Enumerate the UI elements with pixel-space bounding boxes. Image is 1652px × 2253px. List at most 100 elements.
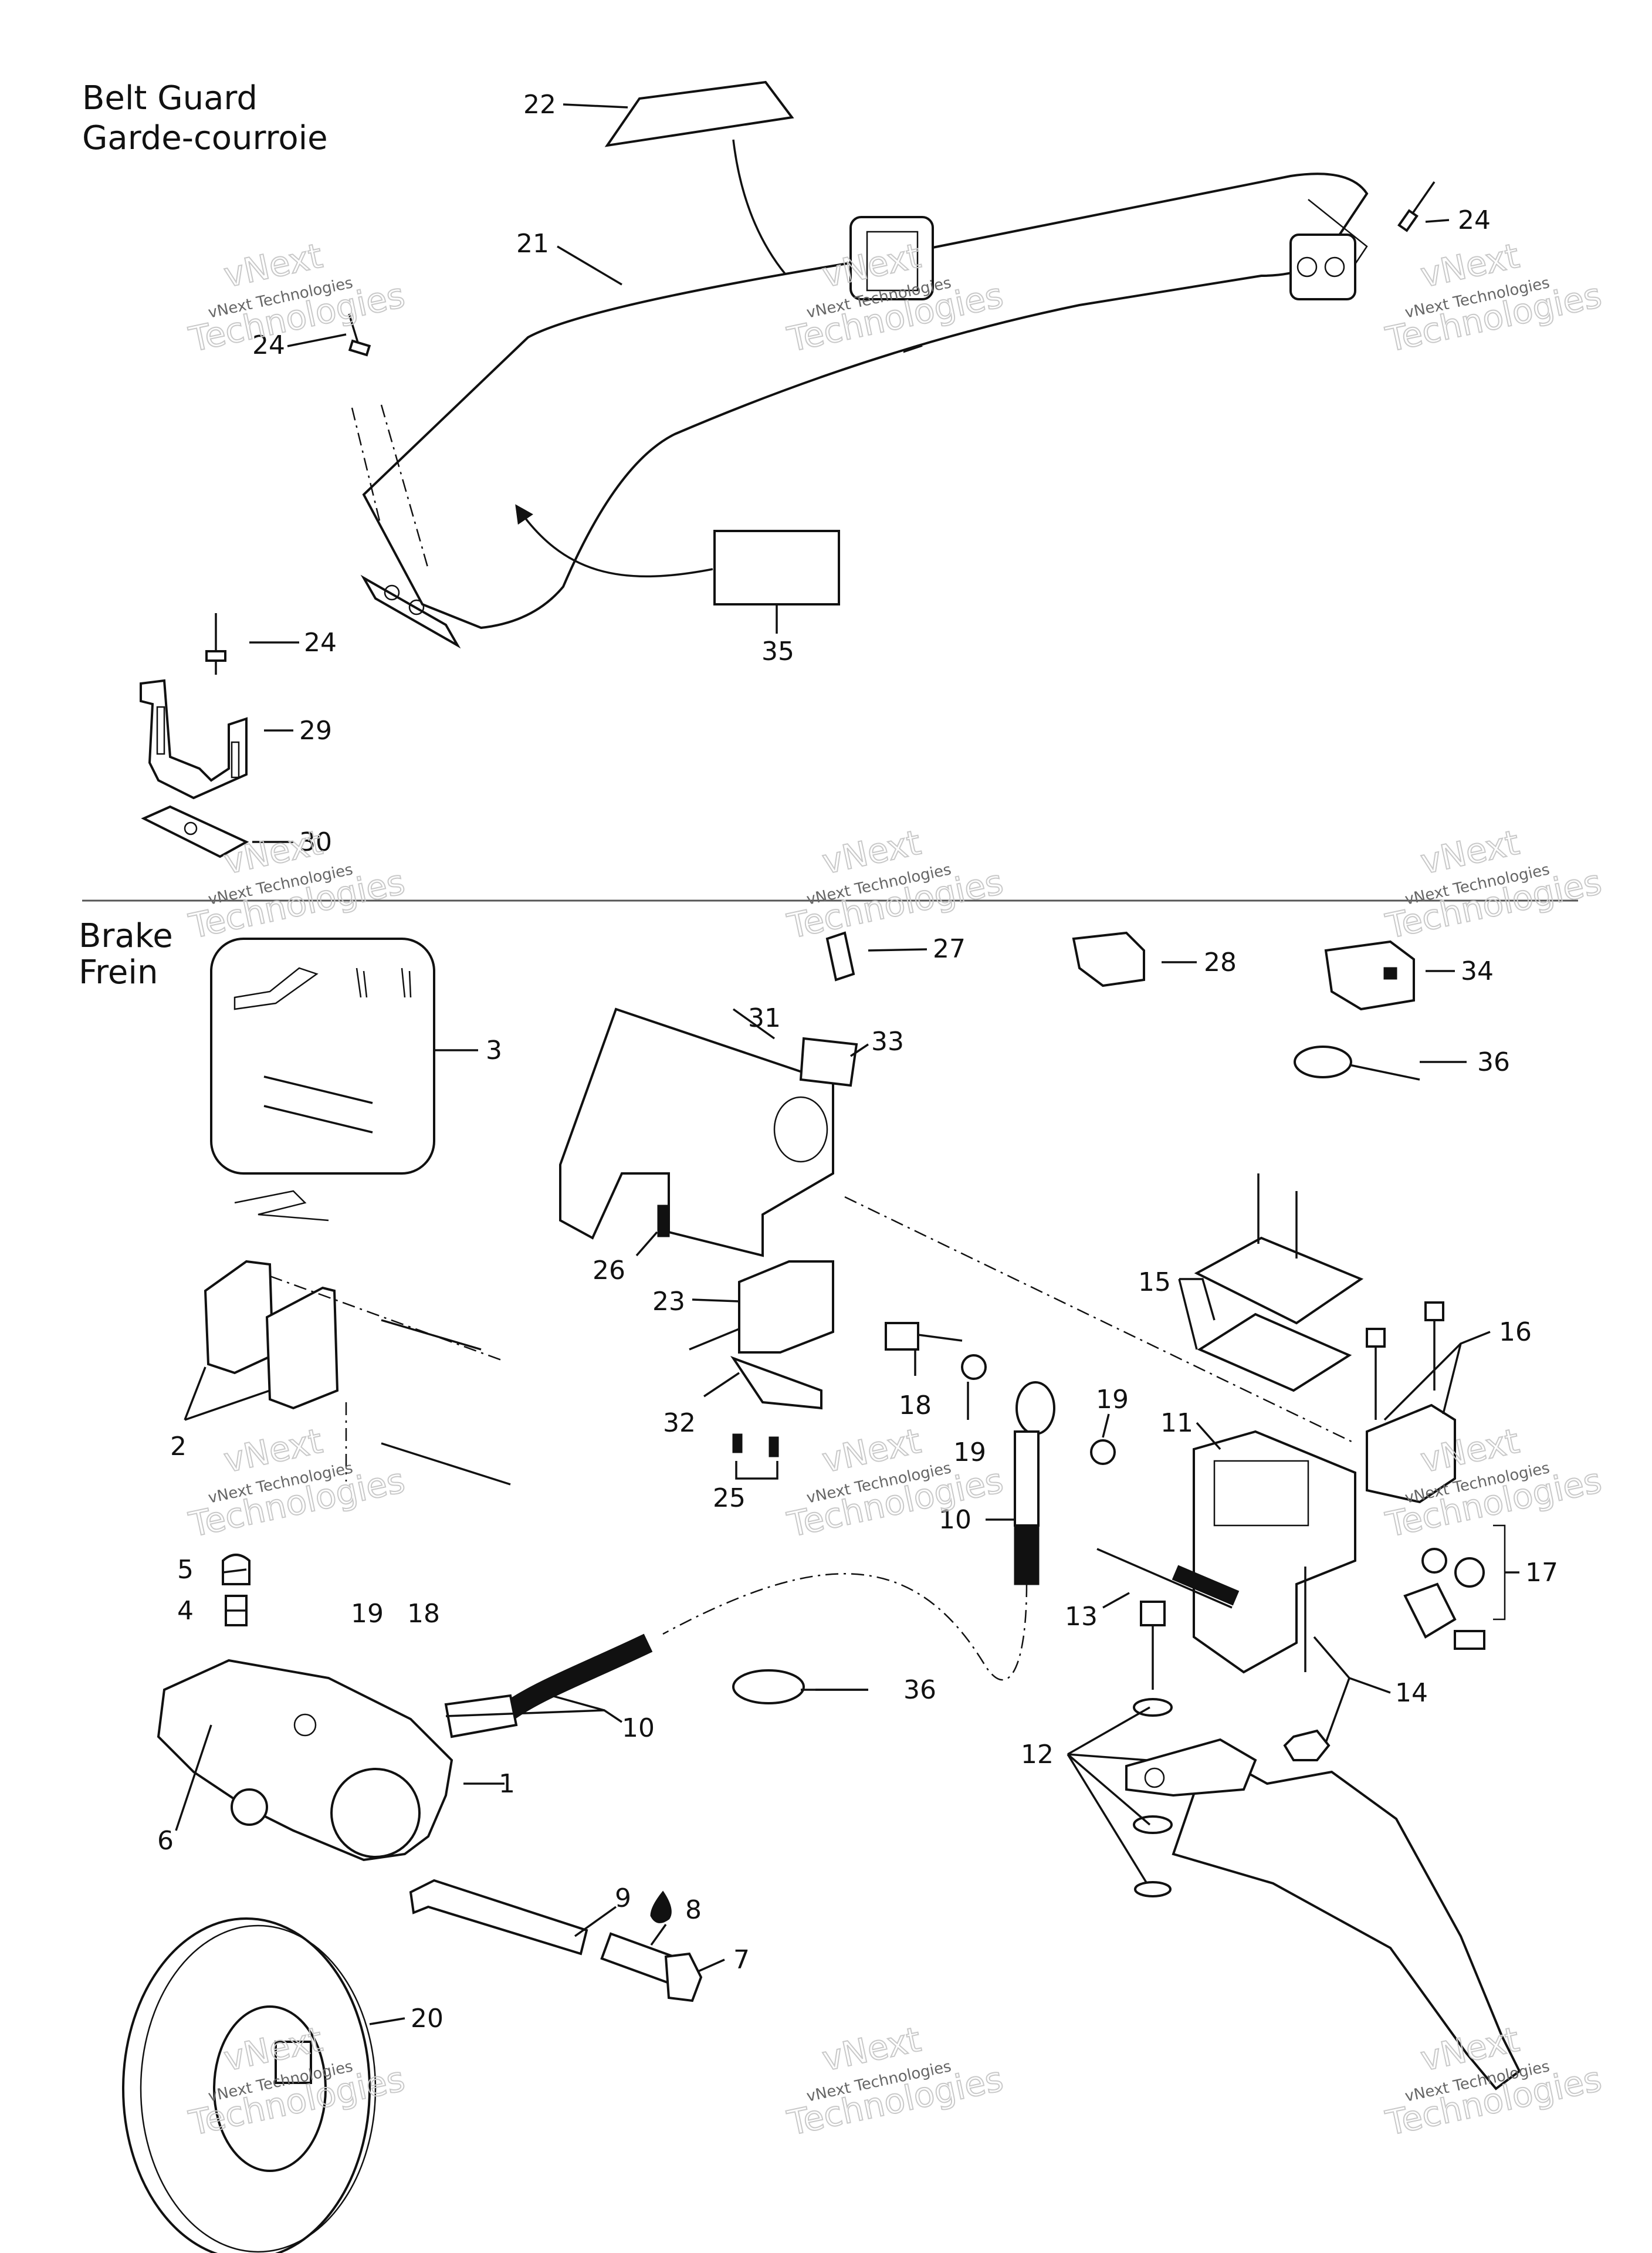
callout-numbers: 22 21 24 24 35 24 29 30 27 28 34 36 3 31… [157, 90, 1558, 2034]
callout-18-caliper: 18 [407, 1599, 440, 1629]
cable-tie-36b [732, 1669, 805, 1704]
kit-3-pin-b [263, 1105, 373, 1134]
belt-guard-section [140, 80, 1436, 858]
callout-5: 5 [177, 1555, 194, 1585]
bleeder-cap-5 [222, 1554, 250, 1585]
plate-hole [184, 821, 198, 835]
screw-26 [657, 1205, 670, 1237]
switch-housing-31 [559, 1007, 834, 1257]
callout-6: 6 [157, 1826, 174, 1856]
callout-12: 12 [1021, 1740, 1054, 1770]
bracket-slot-b [231, 741, 240, 779]
push-rod-13 [1096, 1548, 1233, 1609]
caliper-piston [330, 1768, 421, 1858]
watermark: vNext vNext Technologies Technologies [783, 822, 1007, 948]
belt-guard-mount [1289, 234, 1356, 300]
screw-25b [769, 1436, 779, 1457]
callout-2: 2 [170, 1432, 187, 1462]
callout-13: 13 [1065, 1602, 1098, 1632]
callout-32: 32 [663, 1408, 696, 1438]
pad-pin-a [269, 1275, 505, 1362]
pivot-bolt-head [1140, 1601, 1166, 1626]
switch-wire [689, 1328, 740, 1351]
callout-4: 4 [177, 1596, 194, 1626]
cable-tie-36a [1294, 1046, 1352, 1078]
master-cylinder-11 [1193, 1430, 1356, 1674]
callout-9: 9 [615, 1883, 631, 1913]
pivot-washer-b [1133, 1815, 1173, 1834]
pin-17 [1454, 1630, 1485, 1650]
watermark: vNext vNext Technologies Technologies [1382, 235, 1606, 361]
caliper-bolt-hole [231, 1788, 268, 1826]
brake-hose-route [662, 1573, 1028, 1681]
belt-guard-title-en: Belt Guard [82, 79, 258, 117]
reservoir-gasket [1197, 1312, 1352, 1392]
callout-18-cyl: 18 [899, 1391, 932, 1420]
rivet-24-left [348, 313, 371, 357]
mount-hole-b [1324, 256, 1345, 278]
bracket-29 [140, 679, 248, 800]
seal-17a [1421, 1548, 1447, 1574]
brake-section [122, 931, 1521, 2253]
lever-pivot-hole [1144, 1767, 1165, 1788]
label-35 [713, 530, 840, 605]
callout-15: 15 [1138, 1267, 1171, 1297]
pivot-clip [1134, 1881, 1172, 1897]
callout-3: 3 [486, 1036, 502, 1065]
callout-8: 8 [685, 1895, 702, 1925]
hinge-link-dash [351, 404, 429, 570]
watermark: vNext vNext Technologies Technologies [783, 2019, 1007, 2144]
watermark: vNext vNext Technologies Technologies [1382, 822, 1606, 948]
hinge-hole-a [384, 584, 400, 601]
clamp-16 [1366, 1403, 1456, 1504]
rivet-24-bracket [205, 613, 226, 675]
brake-disc-rim [140, 1924, 377, 2253]
clamp-bolt-head-a [1366, 1328, 1386, 1348]
callout-1: 1 [499, 1769, 515, 1799]
drop-8 [650, 1890, 672, 1923]
bracket-slot-a [156, 706, 165, 755]
brake-title-fr: Frein [79, 953, 158, 992]
master-cyl-axis [844, 1196, 1356, 1445]
leader-lines [175, 103, 1519, 2025]
washer-19a [961, 1354, 987, 1380]
master-cylinder-reservoir [1213, 1460, 1309, 1527]
rivet-24-right [1397, 181, 1436, 232]
callout-25: 25 [713, 1483, 746, 1513]
banjo-bolt-18 [885, 1322, 919, 1351]
belt-guard-title-fr: Garde-courroie [82, 119, 328, 157]
belt-guard-clip [849, 216, 934, 300]
callout-10-hose: 10 [622, 1713, 655, 1743]
bolt-7-head [664, 1952, 703, 2002]
callout-36-top: 36 [1477, 1047, 1510, 1077]
callout-14: 14 [1395, 1678, 1428, 1708]
switch-23 [738, 1260, 834, 1354]
brake-pad-b [265, 1286, 339, 1410]
decal-33 [799, 1037, 858, 1087]
kit-3-clip-b [401, 967, 412, 998]
watermark: vNext vNext Technologies Technologies [185, 1420, 409, 1546]
mount-hole-a [1296, 256, 1318, 278]
disc-hub-bore [275, 2041, 312, 2084]
kit-3-pin-a [263, 1075, 373, 1104]
pad-pin-rod-a [381, 1319, 482, 1351]
reservoir-cover-15 [1194, 1236, 1364, 1325]
pad-pin-rod-b [381, 1442, 511, 1486]
kit-3-clip-a [356, 967, 368, 998]
callout-11: 11 [1160, 1408, 1193, 1438]
hose-end-shaft [1014, 1430, 1040, 1527]
callout-10-cyl: 10 [939, 1505, 971, 1535]
callout-19-cyl-a: 19 [953, 1437, 986, 1467]
housing-bore [773, 1096, 828, 1163]
callout-7: 7 [733, 1945, 750, 1975]
callout-24-left: 24 [252, 330, 285, 360]
callout-24-right: 24 [1458, 205, 1491, 235]
callout-30: 30 [299, 827, 332, 857]
belt-guard-clip-inner [866, 231, 919, 292]
hinge-hole-b [408, 599, 425, 615]
callout-17: 17 [1525, 1558, 1558, 1588]
connector-28 [1072, 931, 1145, 987]
brake-lever [1172, 1750, 1521, 2090]
callout-16: 16 [1499, 1317, 1532, 1347]
